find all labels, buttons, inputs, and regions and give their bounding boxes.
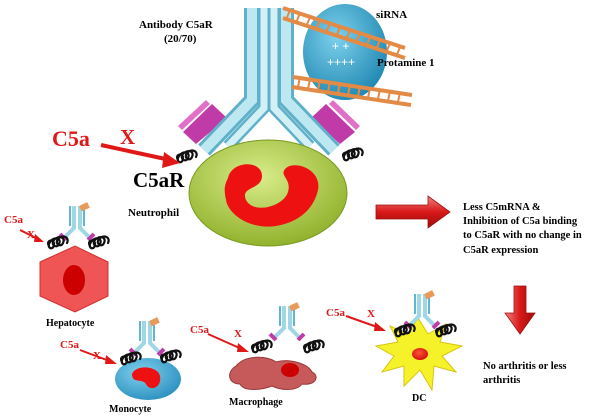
svg-text:++++: ++++: [327, 55, 355, 69]
antibody-ratio: (20/70): [164, 33, 197, 45]
dc-c5a-label: C5a: [326, 307, 345, 319]
c5a-label: C5a: [52, 126, 90, 151]
sirna-label: siRNA: [376, 9, 408, 21]
arrow-icon: [375, 195, 451, 229]
protamine-label: Protamine 1: [377, 57, 435, 69]
dc-cell: [345, 288, 464, 392]
block-x-icon: X: [120, 125, 136, 149]
block-x-icon: X: [367, 308, 375, 320]
outcome-text: Less C5mRNA & Inhibition of C5a binding …: [463, 202, 582, 256]
macrophage-c5a-label: C5a: [190, 324, 209, 336]
block-x-icon: X: [234, 328, 242, 340]
c5ar-label: C5aR: [133, 168, 185, 192]
macrophage-cell: [207, 300, 325, 390]
svg-text:+ +: + +: [332, 39, 349, 53]
neutrophil-label: Neutrophil: [128, 207, 180, 219]
result-text: No arthritis or less arthritis: [483, 361, 567, 387]
monocyte-cell: [79, 315, 182, 400]
block-x-icon: X: [27, 229, 35, 241]
macrophage-label: Macrophage: [229, 397, 283, 408]
sirna-icon: [282, 6, 413, 107]
hepatocyte-label: Hepatocyte: [46, 318, 95, 329]
hepatocyte-cell: [19, 200, 110, 313]
protamine-icon: + + ++++: [303, 4, 387, 100]
block-x-icon: X: [93, 350, 101, 362]
antibody-icon: [178, 8, 360, 156]
monocyte-c5a-label: C5a: [60, 339, 79, 351]
dc-label: DC: [412, 393, 427, 404]
neutrophil-nucleus: [224, 164, 319, 227]
arrow-icon: [100, 143, 180, 168]
antibody-label: Antibody C5aR: [139, 19, 213, 31]
neutrophil-cell: [188, 139, 348, 247]
hepatocyte-c5a-label: C5a: [4, 214, 23, 226]
arrow-icon: [504, 285, 536, 335]
monocyte-label: Monocyte: [109, 404, 152, 415]
